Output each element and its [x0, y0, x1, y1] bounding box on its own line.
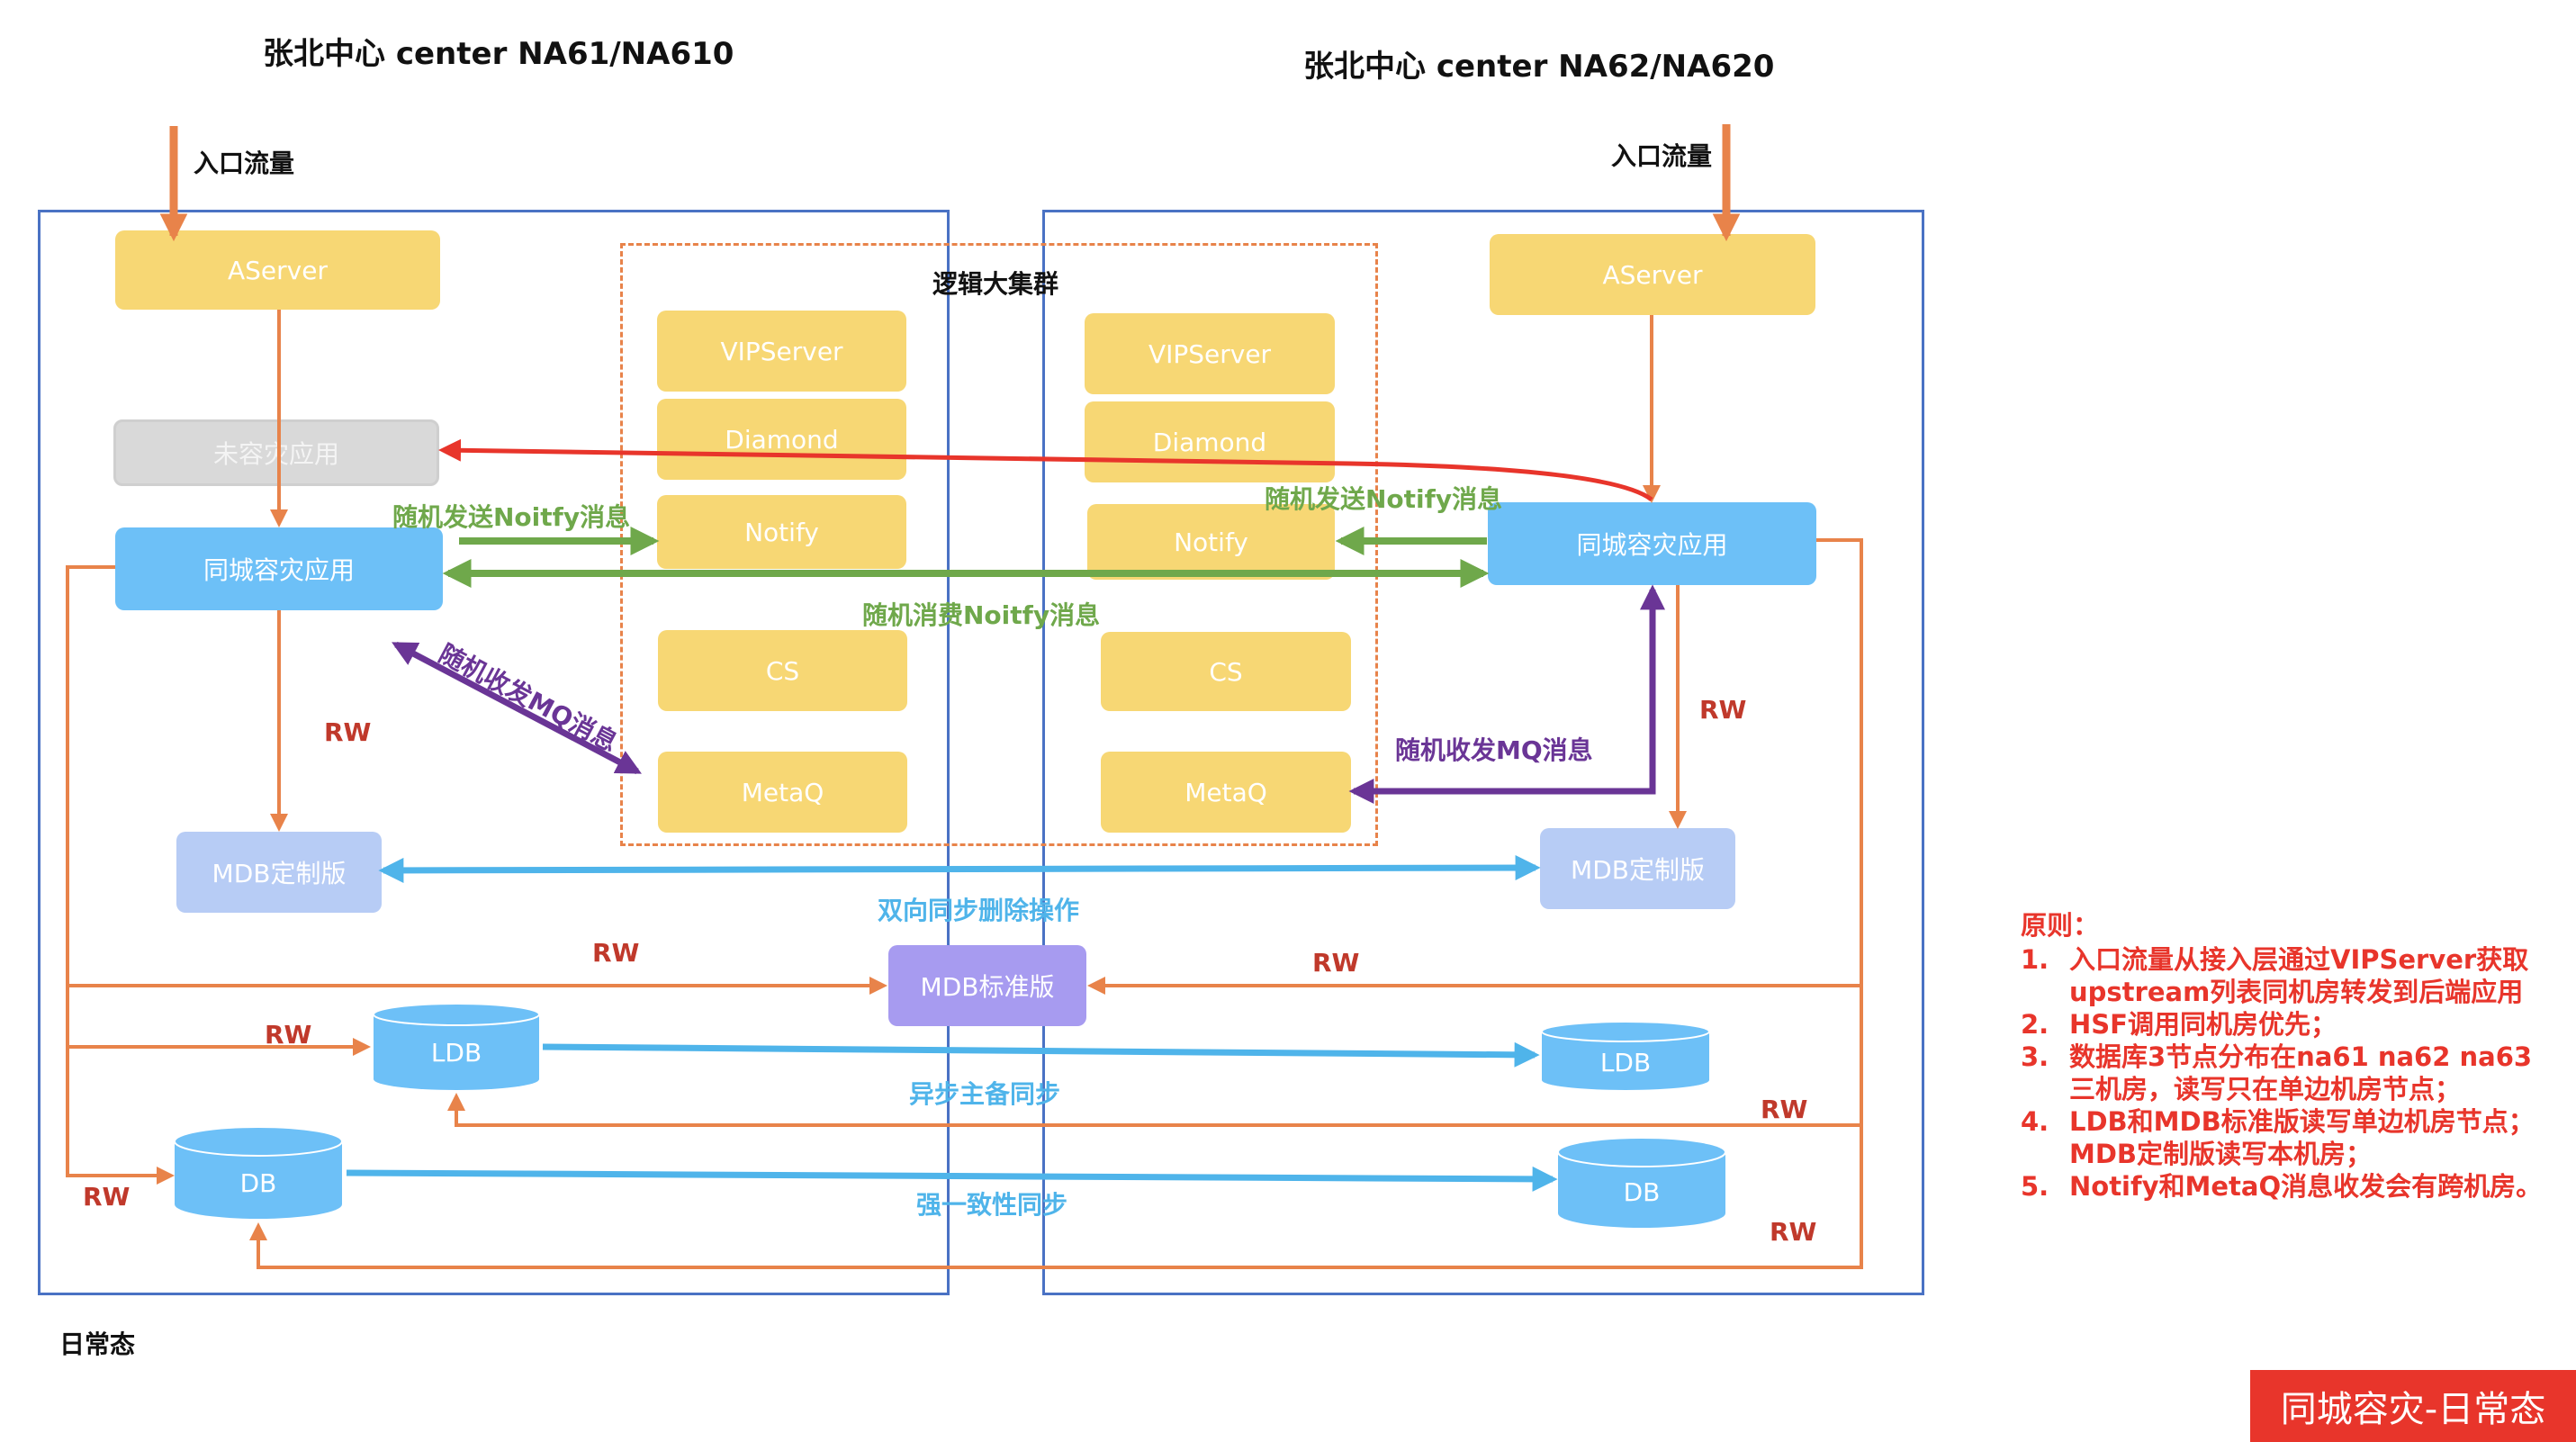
left-datacenter-frame	[38, 210, 950, 1295]
cross-dc-call-arrow	[438, 438, 1653, 502]
right-datacenter-title: 张北中心 center NA62/NA620	[1303, 49, 1775, 85]
principle-5-num: 5.	[2021, 1171, 2049, 1202]
cluster-right-diamond: Diamond	[1085, 401, 1335, 482]
principle-1-line-1: 入口流量从接入层通过VIPServer获取	[2069, 944, 2529, 975]
right-rw-ldb-arrow	[447, 1093, 1861, 1127]
principle-4-line-1: LDB和MDB标准版读写单边机房节点；	[2069, 1106, 2535, 1137]
left-non-dr-app: 未容灾应用	[113, 419, 439, 486]
cluster-right-vipserver: VIPServer	[1085, 313, 1335, 394]
left-mdb-custom: MDB定制版	[176, 832, 382, 913]
principle-2-line-1: HSF调用同机房优先；	[2069, 1009, 2337, 1040]
principle-3-line-1: 数据库3节点分布在na61 na62 na63	[2069, 1041, 2533, 1072]
rw-label: RW	[1761, 1095, 1808, 1124]
cylinder-icon	[1557, 1137, 1726, 1228]
right-dr-app: 同城容灾应用	[1488, 502, 1816, 585]
entry-traffic-right-label: 入口流量	[1611, 141, 1713, 171]
principle-3-num: 3.	[2021, 1041, 2049, 1072]
principle-5-line-1: Notify和MetaQ消息收发会有跨机房。	[2069, 1171, 2543, 1202]
right-mdb-custom: MDB定制版	[1540, 828, 1735, 909]
rw-label: RW	[592, 938, 640, 968]
cluster-right-metaq: MetaQ	[1101, 752, 1351, 833]
async-sync-arrow	[542, 1041, 1540, 1068]
send-notify-right-label: 随机发送Notify消息	[1265, 484, 1503, 514]
principle-1-num: 1.	[2021, 944, 2049, 975]
cylinder-icon	[373, 1003, 540, 1090]
right-datacenter-frame	[1042, 210, 1924, 1295]
consume-notify-label: 随机消费Noitfy消息	[862, 600, 1101, 630]
principle-2-num: 2.	[2021, 1009, 2049, 1040]
page-badge: 同城容灾-日常态	[2250, 1370, 2576, 1442]
right-mq-arrow	[1348, 584, 1665, 804]
left-dr-app: 同城容灾应用	[115, 527, 443, 610]
cluster-right-cs: CS	[1101, 632, 1351, 711]
principles-heading: 原则：	[2021, 910, 2100, 941]
cluster-left-vipserver: VIPServer	[657, 311, 906, 392]
left-datacenter-title: 张北中心 center NA61/NA610	[263, 36, 734, 72]
rw-label: RW	[1770, 1217, 1817, 1247]
principle-4-num: 4.	[2021, 1106, 2049, 1137]
cluster-left-metaq: MetaQ	[658, 752, 907, 833]
rw-label: RW	[265, 1020, 312, 1050]
mdb-standard: MDB标准版	[888, 945, 1086, 1026]
right-db-label: DB	[1623, 1177, 1661, 1207]
right-ldb: LDB	[1540, 1021, 1711, 1093]
principle-3-line-2: 三机房，读写只在单边机房节点；	[2069, 1074, 2462, 1104]
cluster-left-diamond: Diamond	[657, 399, 906, 480]
async-sync-label: 异步主备同步	[909, 1079, 1061, 1109]
left-mq-arrow	[392, 641, 642, 775]
send-notify-left-label: 随机发送Noitfy消息	[392, 502, 631, 532]
left-db-label: DB	[239, 1168, 277, 1198]
rw-label: RW	[1699, 695, 1747, 725]
daily-state-label: 日常态	[59, 1329, 136, 1359]
right-ldb-label: LDB	[1599, 1048, 1652, 1077]
cluster-left-notify: Notify	[657, 495, 906, 569]
left-ldb: LDB	[372, 1002, 541, 1092]
rw-label: RW	[83, 1182, 131, 1212]
left-ldb-label: LDB	[430, 1038, 482, 1068]
strong-sync-arrow	[346, 1166, 1558, 1192]
principle-1-line-2: upstream列表同机房转发到后端应用	[2069, 977, 2524, 1007]
mq-right-label: 随机收发MQ消息	[1395, 735, 1593, 765]
strong-sync-label: 强一致性同步	[916, 1190, 1068, 1220]
rw-label: RW	[324, 717, 372, 747]
cluster-left-cs: CS	[658, 630, 907, 711]
cylinder-icon	[1541, 1021, 1710, 1090]
right-aserver: AServer	[1490, 234, 1815, 315]
bidirectional-sync-label: 双向同步删除操作	[878, 896, 1080, 925]
entry-traffic-left-label: 入口流量	[194, 149, 295, 178]
right-db: DB	[1556, 1136, 1727, 1230]
logical-cluster-label: 逻辑大集群	[932, 269, 1059, 299]
rw-label: RW	[1312, 948, 1360, 978]
left-rw-db-arrow	[66, 565, 175, 1185]
left-aserver: AServer	[115, 230, 440, 310]
right-rw-db-arrow	[249, 538, 1863, 1269]
left-db: DB	[173, 1125, 344, 1221]
bidirectional-sync-arrow	[378, 855, 1541, 883]
principle-4-line-2: MDB定制版读写本机房；	[2069, 1139, 2373, 1169]
cylinder-icon	[174, 1126, 343, 1219]
